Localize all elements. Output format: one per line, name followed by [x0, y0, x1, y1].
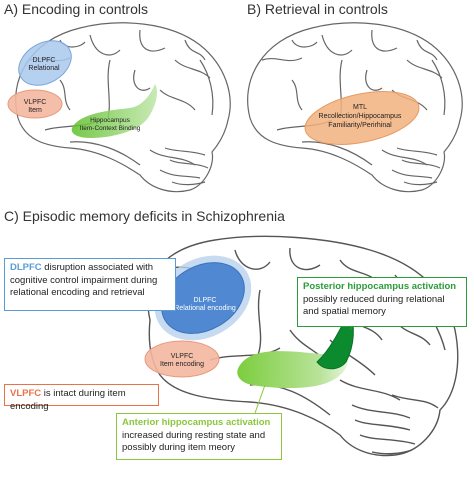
dlpfc-region-c [161, 262, 245, 334]
vlpfc-region-a [7, 89, 63, 119]
posterior-hippocampus-highlight: Posterior hippocampus activation [303, 281, 457, 292]
brain-a [15, 22, 231, 193]
mtl-region-b [304, 91, 420, 145]
panel-c-title: C) Episodic memory deficits in Schizophr… [4, 208, 285, 224]
dlpfc-annotation-text: disruption associated with cognitive con… [10, 262, 158, 298]
connector-anterior [254, 384, 266, 414]
panel-a-title: A) Encoding in controls [4, 1, 148, 17]
brain-b-outline [247, 22, 463, 193]
hippocampus-region-a [71, 84, 158, 138]
anterior-hippocampus-text: increased during resting state and possi… [122, 429, 266, 454]
brain-c-outline [147, 235, 459, 457]
posterior-hippocampus-text: possibly reduced during relational and s… [303, 293, 445, 318]
dlpfc-annotation-box: DLPFC disruption associated with cogniti… [4, 258, 176, 311]
vlpfc-annotation-text: is intact during item encoding [10, 388, 126, 412]
vlpfc-annotation-highlight: VLPFC [10, 388, 42, 399]
vlpfc-annotation-box: VLPFC is intact during item encoding [4, 384, 159, 412]
anterior-hippocampus-box: Anterior hippocampus activation increase… [116, 413, 282, 460]
brain-b [247, 22, 463, 193]
anterior-hippocampus-highlight: Anterior hippocampus activation [122, 417, 271, 428]
panel-b-title: B) Retrieval in controls [247, 1, 388, 17]
dlpfc-region-a [18, 40, 72, 86]
posterior-hippocampus-box: Posterior hippocampus activation possibl… [297, 277, 467, 327]
vlpfc-region-c [144, 340, 220, 378]
brain-a-outline [15, 22, 231, 193]
dlpfc-annotation-highlight: DLPFC [10, 262, 42, 273]
